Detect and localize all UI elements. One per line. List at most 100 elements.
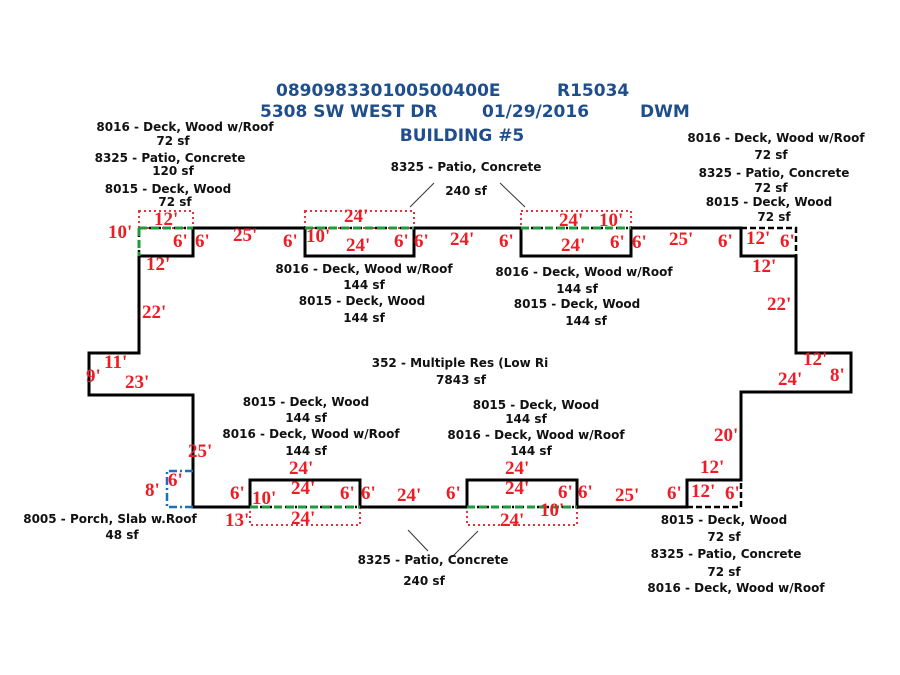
dimension: 20' [714, 425, 738, 446]
label: 72 sf [158, 195, 192, 209]
label: 8015 - Deck, Wood [473, 398, 600, 412]
label: 240 sf [403, 574, 445, 588]
dimension: 6' [499, 231, 514, 252]
patio-tl [138, 210, 194, 229]
dimension: 24' [559, 210, 583, 231]
dimension: 24' [289, 458, 313, 479]
dimension: 10' [306, 226, 330, 247]
dimension: 24' [291, 508, 315, 529]
arrow-line [409, 182, 435, 208]
label: 144 sf [285, 411, 327, 425]
label: 72 sf [754, 181, 788, 195]
label: 120 sf [152, 164, 194, 178]
label: 8325 - Patio, Concrete [699, 166, 850, 180]
label: 8015 - Deck, Wood [105, 182, 232, 196]
dimension: 24' [778, 369, 802, 390]
dimension: 22' [142, 302, 166, 323]
dimension: 13' [225, 510, 249, 531]
dimension: 8' [145, 480, 160, 501]
dimension: 24' [561, 235, 585, 256]
label: 144 sf [565, 314, 607, 328]
main-area-sf: 7843 sf [436, 373, 487, 387]
dimension: 12' [154, 209, 178, 230]
dimension: 25' [669, 229, 693, 250]
dimension: 11' [104, 352, 127, 373]
label: 8016 - Deck, Wood w/Roof [647, 581, 825, 595]
dimension: 12' [752, 256, 776, 277]
label: 8015 - Deck, Wood [706, 195, 833, 209]
dimension: 12' [691, 481, 715, 502]
dimension: 10' [540, 500, 564, 521]
dimension: 24' [500, 510, 524, 531]
dimension: 25' [233, 225, 257, 246]
label: 144 sf [343, 278, 385, 292]
dimension: 12' [146, 254, 170, 275]
dimension: 24' [344, 206, 368, 227]
dimension: 24' [291, 478, 315, 499]
parcel-id: 089098330100500400E [276, 81, 501, 101]
label: 8016 - Deck, Wood w/Roof [447, 428, 625, 442]
dimension: 6' [414, 231, 429, 252]
label: 8325 - Patio, Concrete [391, 160, 542, 174]
label: 8325 - Patio, Concrete [95, 151, 246, 165]
address: 5308 SW WEST DR [260, 102, 437, 122]
dimension: 6' [168, 470, 183, 491]
dimension: 9' [86, 366, 101, 387]
label: 8016 - Deck, Wood w/Roof [687, 131, 865, 145]
label: 144 sf [556, 282, 598, 296]
dimension: 12' [746, 228, 770, 249]
dimension: 6' [558, 482, 573, 503]
label: 8016 - Deck, Wood w/Roof [96, 120, 274, 134]
dimension: 6' [361, 483, 376, 504]
label: 8016 - Deck, Wood w/Roof [495, 265, 673, 279]
porch [165, 469, 193, 509]
dimension: 6' [173, 231, 188, 252]
dimension: 10' [599, 210, 623, 231]
label: 72 sf [754, 148, 788, 162]
arrow-line [499, 182, 526, 208]
dimension: 24' [450, 229, 474, 250]
deck-top-1 [303, 226, 416, 258]
arrow-line [451, 530, 479, 558]
building-outline [87, 226, 853, 509]
dimension: 23' [125, 372, 149, 393]
label: 48 sf [105, 528, 139, 542]
label: 8015 - Deck, Wood [243, 395, 370, 409]
building-title: BUILDING #5 [400, 126, 525, 146]
dimension: 6' [394, 231, 409, 252]
label: 144 sf [285, 444, 327, 458]
dimension: 10' [252, 488, 276, 509]
label: 8016 - Deck, Wood w/Roof [222, 427, 400, 441]
dimension: 6' [340, 483, 355, 504]
label: 8325 - Patio, Concrete [358, 553, 509, 567]
dimension: 6' [725, 483, 740, 504]
deck-tr [741, 226, 798, 256]
main-area-label: 352 - Multiple Res (Low Ri [372, 356, 549, 370]
deck-br [687, 480, 743, 509]
dimension: 6' [610, 232, 625, 253]
dimension: 24' [505, 478, 529, 499]
dimension: 6' [283, 231, 298, 252]
dimension: 6' [578, 482, 593, 503]
label: 72 sf [707, 565, 741, 579]
record-id: R15034 [557, 81, 629, 101]
dimension: 24' [346, 235, 370, 256]
dimension: 12' [803, 349, 827, 370]
label: 8015 - Deck, Wood [514, 297, 641, 311]
dimension: 6' [667, 483, 682, 504]
dimension: 6' [780, 231, 795, 252]
dimension: 6' [632, 232, 647, 253]
dimension: 24' [505, 458, 529, 479]
label: 8015 - Deck, Wood [299, 294, 426, 308]
initials: DWM [640, 102, 690, 122]
label: 8005 - Porch, Slab w.Roof [23, 512, 197, 526]
dimension: 8' [830, 365, 845, 386]
label: 144 sf [343, 311, 385, 325]
dimension: 24' [397, 485, 421, 506]
label: 8015 - Deck, Wood [661, 513, 788, 527]
arrow-line [407, 529, 429, 552]
dimension: 25' [615, 485, 639, 506]
dimension: 25' [188, 441, 212, 462]
dimension: 6' [446, 483, 461, 504]
label: 72 sf [156, 134, 190, 148]
